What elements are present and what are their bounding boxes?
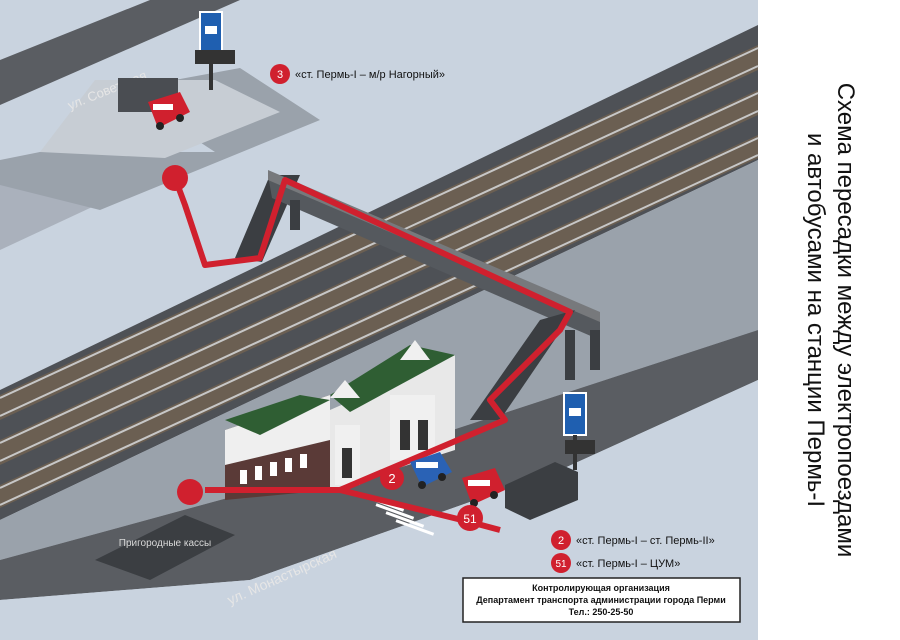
path-start-marker-top (162, 165, 188, 191)
bus-icon (205, 26, 217, 34)
legend-badge-51 (551, 553, 571, 573)
legend-label-51: «ст. Пермь-I – ЦУМ» (576, 558, 680, 570)
station-platform (0, 160, 758, 560)
legend-badge-3 (270, 64, 290, 84)
transfer-path-main (172, 176, 573, 493)
bridge-pillar (565, 330, 575, 380)
title-line-2: и автобусами на станции Пермь-I (802, 132, 829, 507)
info-line-1: Контролирующая организация (532, 583, 670, 593)
route-badge-2-map (380, 466, 404, 490)
station-roof (225, 395, 330, 435)
footbridge-deck (268, 175, 600, 340)
legend-label-3: «ст. Пермь-I – м/р Нагорный» (295, 69, 445, 81)
title-line-1: Схема пересадки между электропоездами (832, 82, 859, 558)
legend-number-2: 2 (558, 535, 564, 547)
street-sovetskaya (0, 0, 240, 105)
ticket-office-area (95, 515, 235, 580)
route-badge-51-map-number: 51 (463, 512, 477, 526)
legend-number-3: 3 (277, 69, 283, 81)
bus-route-51 (462, 468, 505, 507)
route-badge-51-map (457, 505, 483, 531)
legend-number-51: 51 (555, 559, 567, 570)
info-line-2: Департамент транспорта администрации гор… (476, 595, 726, 605)
legend-badge-2 (551, 530, 571, 550)
bus-route-3 (148, 92, 190, 130)
ticket-office-label: Пригородные кассы (119, 538, 211, 549)
route-badge-2-map-number: 2 (388, 471, 395, 486)
path-start-marker-bottom (177, 479, 203, 505)
info-line-3: Тел.: 250-25-50 (569, 607, 634, 617)
page-title: Схема пересадки между электропоездами и … (760, 0, 900, 640)
info-box (462, 577, 741, 623)
bus-shelter-bottom (505, 462, 578, 520)
bus-route-2 (410, 452, 452, 489)
legend-label-2: «ст. Пермь-I – ст. Пермь-II» (576, 535, 715, 547)
